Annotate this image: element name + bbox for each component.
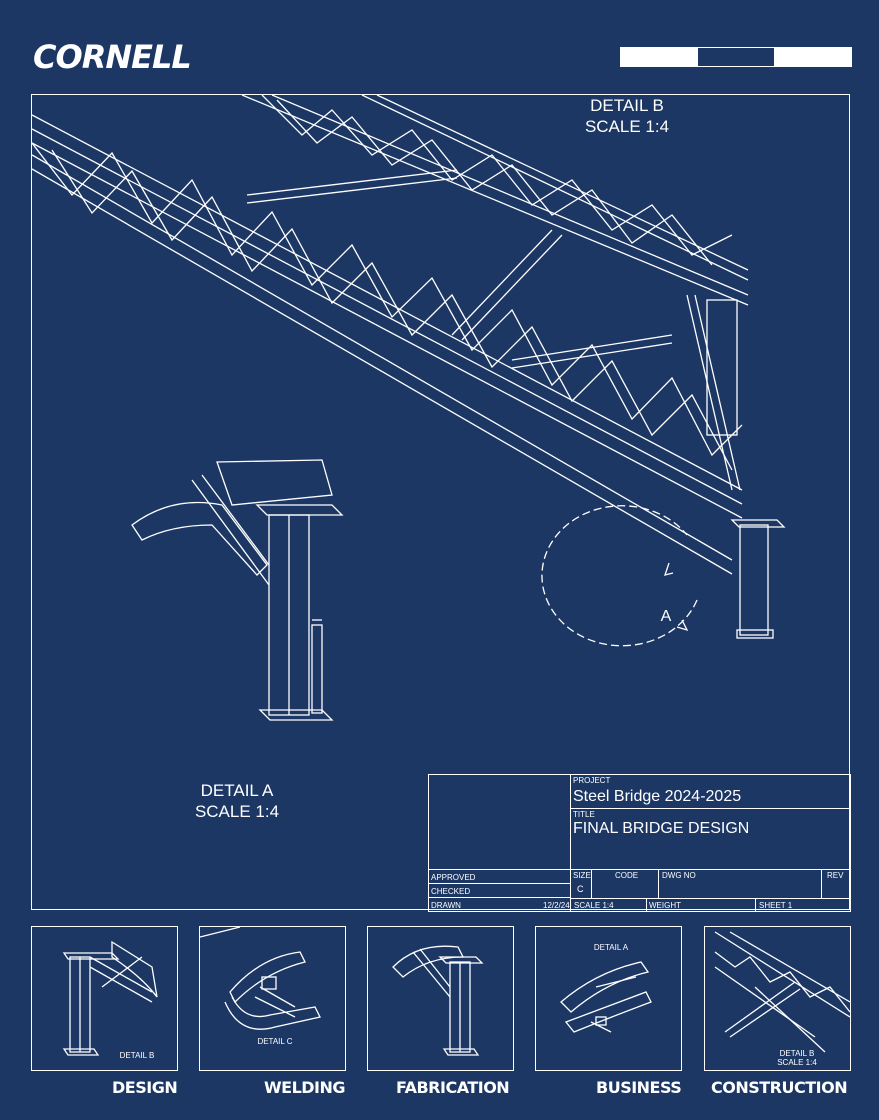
detail-b-label: DETAIL B SCALE 1:4 [572,95,682,137]
project-label: PROJECT [573,776,611,785]
callout-letter: A [660,608,672,625]
checked-label: CHECKED [431,887,471,896]
category-design[interactable]: DESIGN [112,1078,178,1097]
sheet-label: SHEET 1 [759,901,793,910]
thumb-caption-scale: SCALE 1:4 [777,1058,817,1067]
thumb-caption-title: DETAIL B [779,1049,815,1058]
weight-label: WEIGHT [649,901,681,910]
detail-b-title: DETAIL B [590,96,664,115]
title-label: TITLE [573,810,595,819]
bridge-drawing [32,95,786,721]
thumbnail-welding[interactable]: DETAIL C [199,926,346,1071]
thumb-caption: DETAIL A [593,943,629,952]
drawing-title: FINAL BRIDGE DESIGN [573,820,750,837]
thumb-caption: DETAIL B SCALE 1:4 [767,1049,827,1067]
cornell-logo: CORNELL [33,38,192,76]
code-label: CODE [615,871,639,880]
thumbnail-design[interactable]: DETAIL B [31,926,178,1071]
detail-a-title: DETAIL A [200,781,274,800]
drawn-label: DRAWN [431,901,461,910]
thumb-caption: DETAIL B [119,1051,155,1060]
dwg-label: DWG NO [662,871,696,880]
rear-truss [241,95,749,306]
detail-a-drawing [131,459,344,721]
scale-label: SCALE 1:4 [574,901,614,910]
main-truss [32,114,743,575]
size-value: C [577,884,584,894]
category-business[interactable]: BUSINESS [596,1078,682,1097]
thumbnail-business[interactable]: DETAIL A [535,926,682,1071]
detail-a-label: DETAIL A SCALE 1:4 [182,780,292,822]
drawn-date: 12/2/24 [543,901,570,910]
category-construction[interactable]: CONSTRUCTION [711,1078,848,1097]
title-block: PROJECT Steel Bridge 2024-2025 TITLE FIN… [428,774,851,912]
thumb-caption: DETAIL C [257,1037,293,1046]
drawing-frame: DETAIL B SCALE 1:4 DETAIL A SCALE 1:4 A [31,94,850,910]
detail-b-scale: SCALE 1:4 [584,117,670,136]
category-fabrication[interactable]: FABRICATION [396,1078,510,1097]
project-name: Steel Bridge 2024-2025 [573,788,742,805]
end-posts [686,294,786,639]
callout-circle [541,505,698,647]
approved-label: APPROVED [431,873,476,882]
category-welding[interactable]: WELDING [264,1078,346,1097]
scale-bar [620,47,852,67]
size-label: SIZE [573,871,591,880]
thumbnail-fabrication[interactable] [367,926,514,1071]
detail-a-scale: SCALE 1:4 [194,802,280,821]
cross-braces [246,169,673,369]
rev-label: REV [827,871,844,880]
thumbnail-construction[interactable]: DETAIL B SCALE 1:4 [704,926,851,1071]
